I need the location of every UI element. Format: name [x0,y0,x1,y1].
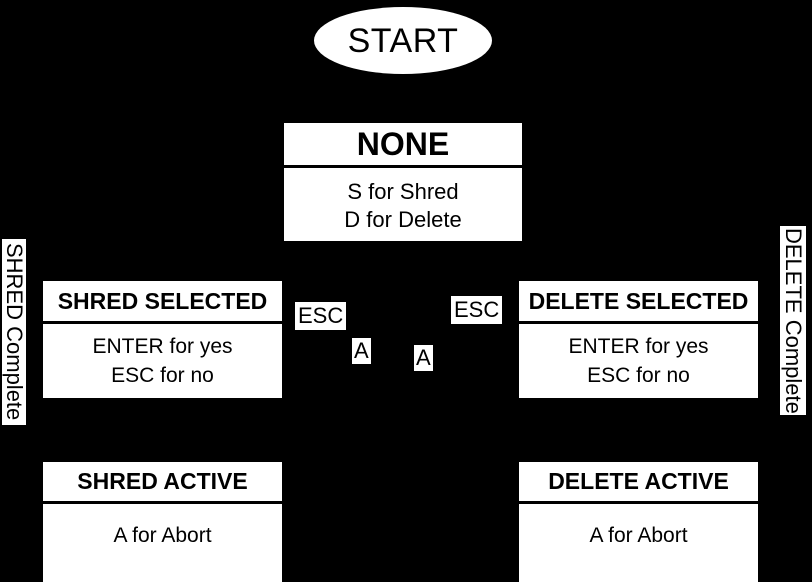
state-none-body-line-1: S for Shred [347,178,459,204]
state-none-title: NONE [284,123,522,168]
state-delete-selected-body-line-2: ESC for no [587,364,690,387]
state-shred-selected-body-line-1: ENTER for yes [92,335,233,358]
state-node-delete-active[interactable]: DELETE ACTIVE A for Abort [519,462,758,582]
state-node-shred-selected[interactable]: SHRED SELECTED ENTER for yes ESC for no [43,281,282,398]
edge-label-esc-shred: ESC [295,302,347,330]
state-shred-selected-body: ENTER for yes ESC for no [43,324,282,398]
state-delete-active-body: A for Abort [519,504,758,582]
edge-label-esc-delete: ESC [451,296,503,324]
edge-label-abort-shred: A [352,338,371,364]
state-delete-selected-title: DELETE SELECTED [519,281,758,324]
state-node-delete-selected[interactable]: DELETE SELECTED ENTER for yes ESC for no [519,281,758,398]
start-node-label: START [347,21,459,60]
state-delete-selected-body-line-1: ENTER for yes [568,335,709,358]
state-shred-selected-body-line-2: ESC for no [111,364,214,387]
state-shred-active-body-line-1: A for Abort [113,523,212,547]
edge-label-abort-delete: A [414,345,433,371]
state-shred-active-title: SHRED ACTIVE [43,462,282,504]
start-node[interactable]: START [314,7,492,74]
state-shred-selected-title: SHRED SELECTED [43,281,282,324]
state-none-body: S for Shred D for Delete [284,168,522,241]
state-none-body-line-2: D for Delete [344,206,462,232]
edge-label-shred-complete: SHRED Complete [2,239,27,425]
edge-label-delete-complete: DELETE Complete [780,226,806,415]
state-node-none[interactable]: NONE S for Shred D for Delete [284,123,522,241]
state-shred-active-body: A for Abort [43,504,282,582]
state-delete-active-body-line-1: A for Abort [589,523,688,547]
state-node-shred-active[interactable]: SHRED ACTIVE A for Abort [43,462,282,582]
state-delete-active-title: DELETE ACTIVE [519,462,758,504]
state-delete-selected-body: ENTER for yes ESC for no [519,324,758,398]
